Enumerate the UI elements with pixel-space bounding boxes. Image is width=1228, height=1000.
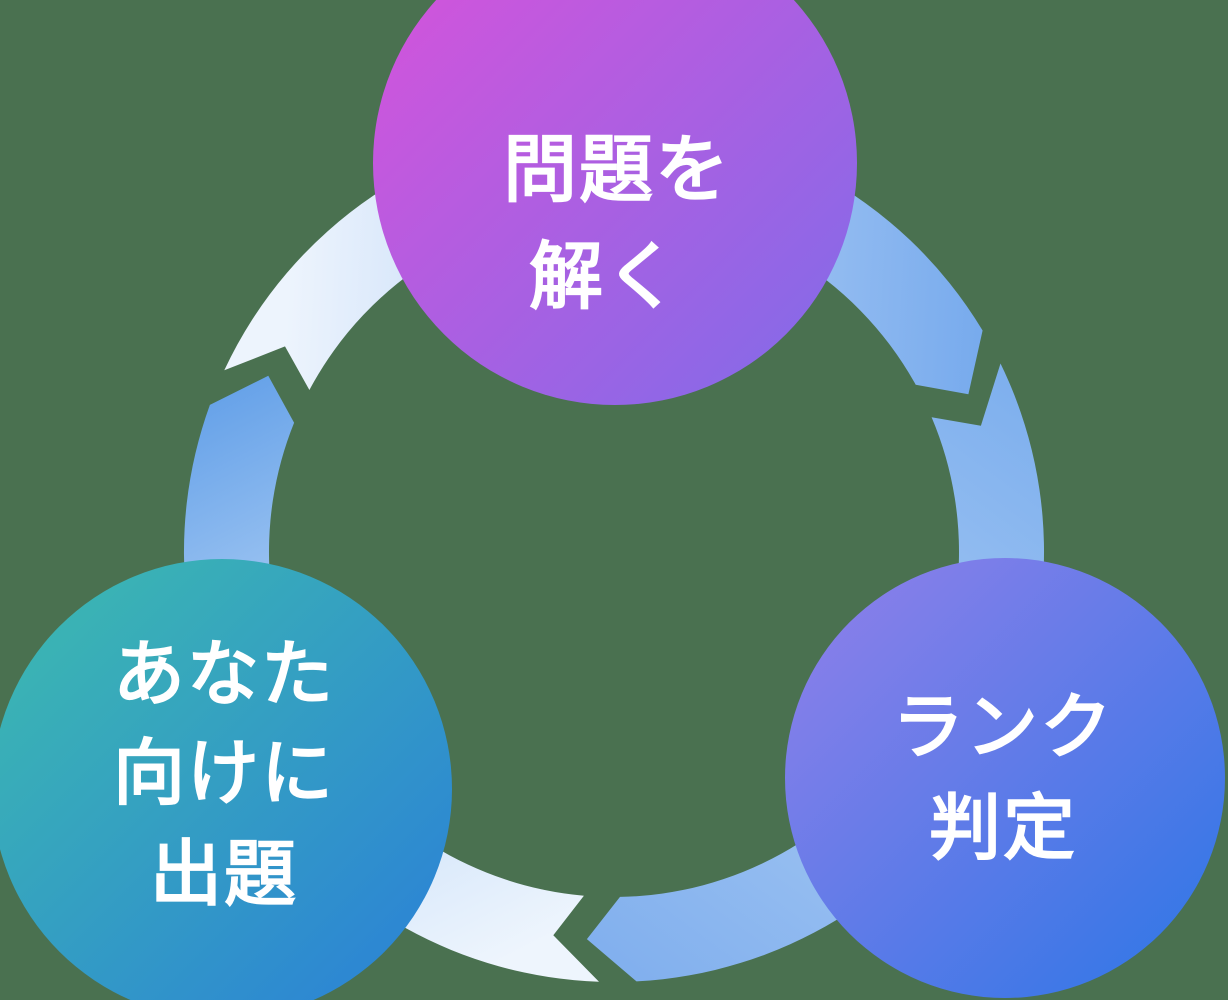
node-solve: 問題を 解く bbox=[373, 0, 857, 405]
node-solve-line2: 解く bbox=[529, 234, 681, 320]
node-personal-line1: あなた bbox=[113, 632, 335, 716]
node-rank: ランク 判定 bbox=[785, 558, 1225, 998]
node-rank-circle bbox=[785, 558, 1225, 998]
node-rank-line1: ランク bbox=[892, 685, 1114, 769]
node-rank-line2: 判定 bbox=[929, 786, 1077, 870]
node-personal-line2: 向けに bbox=[113, 731, 335, 815]
node-solve-circle bbox=[373, 0, 857, 405]
node-personal: あなた 向けに 出題 bbox=[0, 559, 452, 1000]
node-personal-line3: 出題 bbox=[150, 832, 298, 916]
node-solve-line1: 問題を bbox=[503, 127, 731, 213]
node-personal-circle bbox=[0, 559, 452, 1000]
